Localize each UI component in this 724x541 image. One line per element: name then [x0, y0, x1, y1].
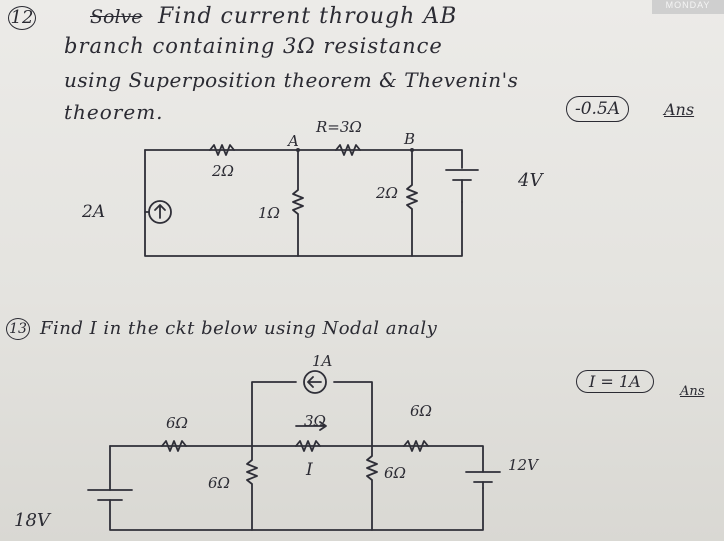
c12-r-right-label: 2Ω	[376, 184, 398, 202]
c13-r-center-symbol	[295, 440, 321, 452]
problem13-ans-label: Ans	[680, 384, 705, 399]
problem12-ans-label: Ans	[664, 100, 695, 119]
problem13-answer: I = 1A	[576, 370, 654, 393]
problem13-number: 13	[6, 318, 30, 340]
c13-source-label: 1A	[312, 352, 333, 370]
c13-current-arrow-icon	[295, 421, 327, 431]
c12-r-ab-label: R=3Ω	[316, 118, 362, 136]
c12-battery-label: 4V	[518, 170, 543, 191]
problem12-line1: Find current through AB	[158, 4, 458, 29]
c12-node-a: A	[288, 132, 299, 150]
c12-r-ab-symbol	[335, 144, 361, 156]
c12-node-b: B	[404, 130, 416, 148]
problem12-line2: branch containing 3Ω resistance	[64, 34, 443, 58]
problem12-line3: using Superposition theorem & Thevenin's	[64, 68, 519, 92]
c13-current-source	[303, 370, 327, 394]
c13-battery-left-label: 18V	[14, 510, 50, 531]
c13-r-top-right-symbol	[403, 440, 429, 452]
page-tag: MONDAY	[652, 0, 724, 14]
c12-bottom-wire	[144, 149, 463, 257]
c13-battery-right-label: 12V	[508, 456, 538, 474]
c12-source-label: 2A	[82, 202, 106, 222]
c13-arrow-left-icon	[307, 376, 322, 388]
problem12-answer: -0.5A	[566, 96, 630, 122]
c12-r-mid-symbol	[292, 149, 304, 257]
c13-current-label: I	[306, 460, 313, 480]
c12-r-left-symbol	[209, 144, 235, 156]
struck-word: Solve	[90, 6, 143, 28]
c13-r-mid-right-label: 6Ω	[384, 464, 406, 482]
c13-r-top-left-label: 6Ω	[166, 414, 188, 432]
c13-main-wire	[109, 445, 484, 473]
c13-r-mid-right-symbol	[366, 445, 378, 531]
problem12-line4: theorem.	[64, 100, 164, 124]
c13-top-right-wire	[333, 381, 373, 447]
c13-r-top-left-symbol	[161, 440, 187, 452]
c13-bottom-wire	[109, 487, 484, 531]
c13-r-mid-left-symbol	[246, 445, 258, 531]
c13-r-top-right-label: 6Ω	[410, 402, 432, 420]
c12-r-left-label: 2Ω	[212, 162, 234, 180]
c13-r-mid-left-label: 6Ω	[208, 474, 230, 492]
c13-r-center-label: 3Ω	[304, 412, 326, 430]
c12-r-mid-label: 1Ω	[258, 204, 280, 222]
c13-top-left-wire	[251, 381, 297, 447]
c12-top-wire	[144, 149, 463, 169]
c12-r-right-symbol	[406, 149, 418, 257]
problem13-text: Find I in the ckt below using Nodal anal…	[40, 318, 438, 339]
problem12-number: 12	[8, 6, 36, 30]
c12-arrow-up-icon	[154, 204, 166, 219]
